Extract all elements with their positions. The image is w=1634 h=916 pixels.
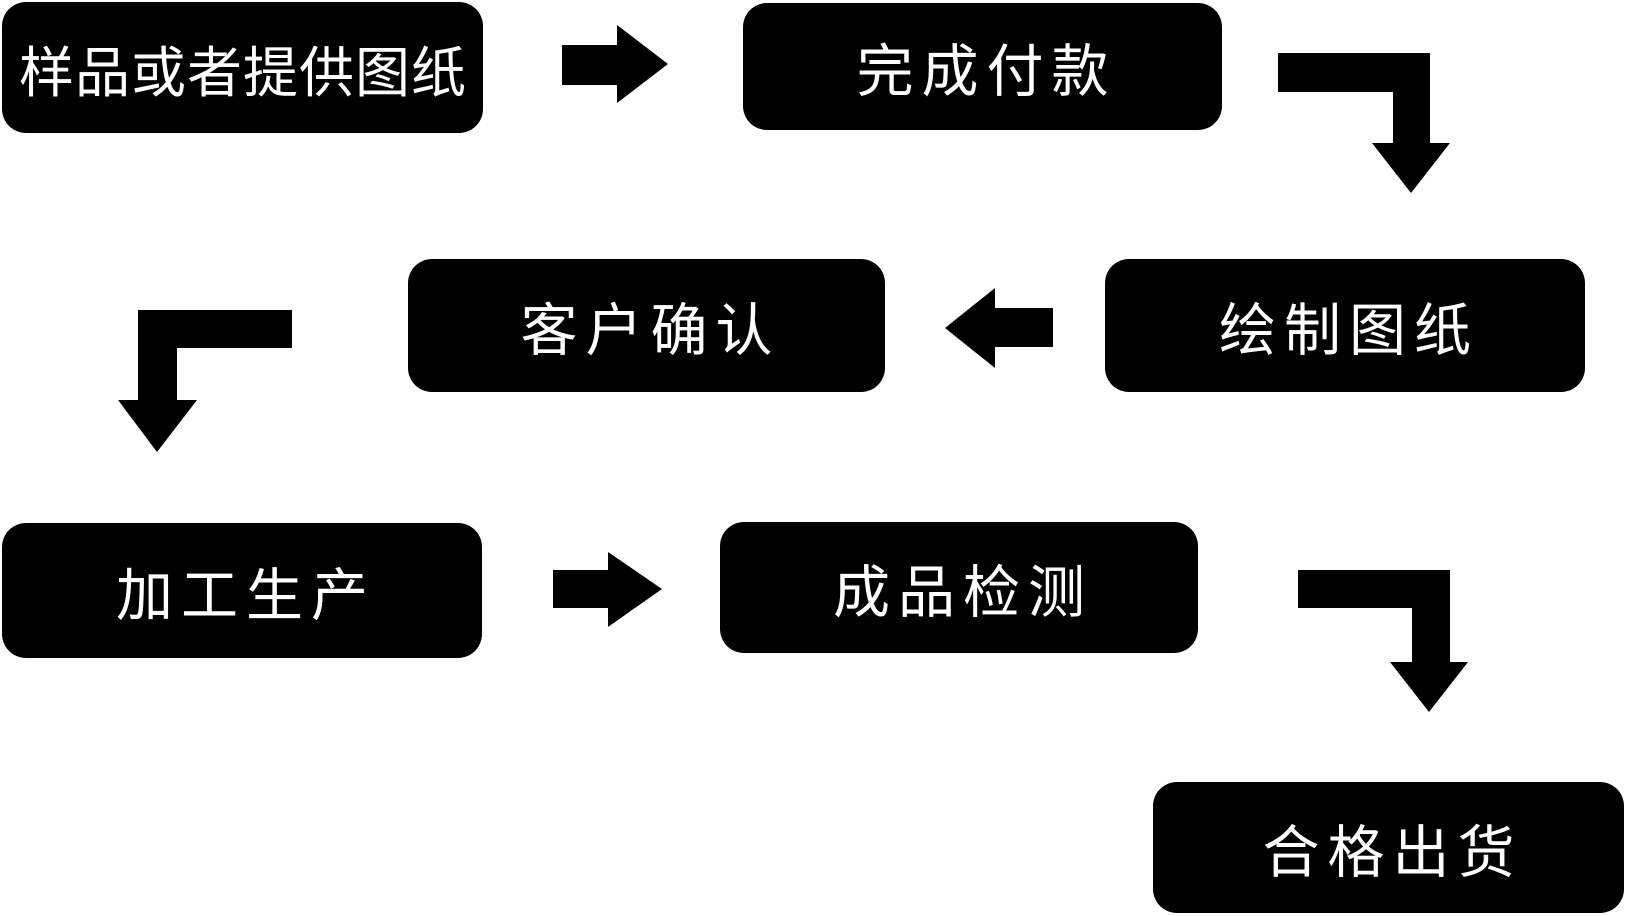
elbow-arrow-right-down-icon: [1298, 570, 1468, 712]
flow-node-qualified-shipment: 合格出货: [1153, 782, 1624, 913]
flow-node-customer-confirmation: 客户确认: [408, 259, 885, 392]
flow-node-draw-drawings: 绘制图纸: [1105, 259, 1585, 392]
flow-node-sample-or-drawings: 样品或者提供图纸: [2, 2, 483, 133]
arrow-right-icon: [553, 552, 662, 627]
flow-node-finished-product-inspection: 成品检测: [720, 522, 1198, 653]
flow-node-complete-payment: 完成付款: [743, 3, 1222, 130]
arrow-right-icon: [562, 25, 668, 103]
elbow-arrow-left-down-icon: [118, 310, 292, 452]
flow-node-processing-production: 加工生产: [2, 523, 482, 658]
arrow-left-icon: [945, 288, 1053, 368]
elbow-arrow-right-down-icon: [1278, 53, 1450, 193]
